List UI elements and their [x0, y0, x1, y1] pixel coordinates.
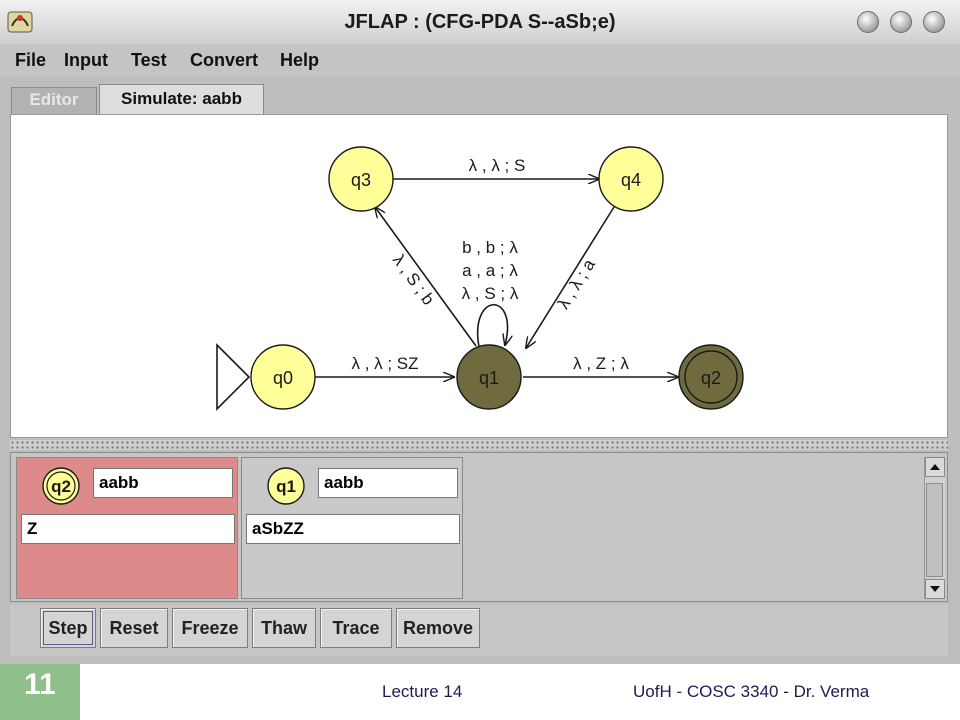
step-button[interactable]: Step [40, 608, 96, 648]
state-q1[interactable] [456, 344, 522, 410]
menu-file[interactable]: File [15, 50, 47, 70]
reset-button[interactable]: Reset [100, 608, 168, 648]
config-state-label: q1 [276, 477, 296, 496]
transition-label-q0-q1: λ , λ ; SZ [351, 354, 418, 373]
minimize-button[interactable] [857, 11, 879, 33]
pane-splitter[interactable] [10, 440, 948, 450]
state-label-q4: q4 [621, 170, 641, 190]
configuration-q1[interactable]: q1 aabb aSbZZ [241, 457, 463, 599]
state-label-q2: q2 [701, 368, 721, 388]
config-state-label: q2 [51, 477, 71, 496]
loop-label-3: λ , S ; λ [462, 284, 519, 303]
state-q2-final-ring [684, 350, 738, 404]
config-scrollbar[interactable] [924, 457, 945, 599]
tab-simulate[interactable]: Simulate: aabb [99, 84, 264, 114]
state-q3[interactable] [328, 146, 394, 212]
config-input-tape: aabb [93, 468, 233, 498]
thaw-button[interactable]: Thaw [252, 608, 316, 648]
arrow-down-icon [930, 586, 940, 592]
slide-number: 11 [24, 668, 56, 701]
state-label-q0: q0 [273, 368, 293, 388]
scroll-up-button[interactable] [925, 457, 945, 477]
freeze-button[interactable]: Freeze [172, 608, 248, 648]
slide-number-badge [0, 664, 80, 720]
title-bar: JFLAP : (CFG-PDA S--aSb;e) [0, 0, 960, 45]
menu-help[interactable]: Help [280, 50, 320, 70]
maximize-button[interactable] [890, 11, 912, 33]
footer-course: UofH - COSC 3340 - Dr. Verma [633, 682, 870, 701]
arrow-up-icon [930, 464, 940, 470]
state-label-q1: q1 [479, 368, 499, 388]
window-title: JFLAP : (CFG-PDA S--aSb;e) [344, 11, 616, 33]
configuration-q2[interactable]: q2 aabb Z [16, 457, 238, 599]
jflap-app-icon [7, 11, 33, 33]
state-q0[interactable] [250, 344, 316, 410]
edge-q4-q1[interactable] [526, 206, 615, 348]
transition-label-q1-q2: λ , Z ; λ [573, 354, 629, 373]
config-state-icon: q2 [42, 467, 80, 505]
config-input-tape: aabb [318, 468, 458, 498]
remove-button[interactable]: Remove [396, 608, 480, 648]
configuration-panel: q2 aabb Z q1 aabb aSbZZ [10, 452, 948, 602]
simulation-toolbar: Step Reset Freeze Thaw Trace Remove [10, 604, 948, 656]
menu-convert[interactable]: Convert [190, 50, 259, 70]
menu-test[interactable]: Test [131, 50, 167, 70]
tab-editor[interactable]: Editor [11, 87, 97, 114]
transition-label-q4-q1: λ , λ ; a [554, 255, 599, 312]
edge-q1-q3[interactable] [375, 207, 477, 347]
loop-label-1: b , b ; λ [462, 238, 518, 257]
state-q4[interactable] [598, 146, 664, 212]
menu-input[interactable]: Input [64, 50, 108, 70]
menu-bar: File Input Test Convert Help [0, 44, 960, 76]
close-button[interactable] [923, 11, 945, 33]
automaton-diagram: q0 q1 q2 q3 q4 λ , λ ; SZ λ , Z ; λ λ , … [216, 146, 744, 411]
config-stack: aSbZZ [246, 514, 460, 544]
footer-lecture: Lecture 14 [382, 682, 463, 701]
jflap-window: JFLAP : (CFG-PDA S--aSb;e) File Input Te… [0, 0, 960, 664]
config-stack: Z [21, 514, 235, 544]
loop-label-2: a , a ; λ [462, 261, 518, 280]
scroll-down-button[interactable] [925, 579, 945, 599]
edge-q1-loop[interactable] [476, 304, 508, 347]
transition-label-q3-q4: λ , λ ; S [469, 156, 526, 175]
config-state-icon: q1 [267, 467, 305, 505]
initial-state-marker [216, 343, 251, 411]
state-q2[interactable] [678, 344, 744, 410]
scroll-thumb[interactable] [926, 483, 943, 577]
automaton-canvas[interactable]: q0 q1 q2 q3 q4 λ , λ ; SZ λ , Z ; λ λ , … [10, 114, 948, 438]
state-label-q3: q3 [351, 170, 371, 190]
trace-button[interactable]: Trace [320, 608, 392, 648]
